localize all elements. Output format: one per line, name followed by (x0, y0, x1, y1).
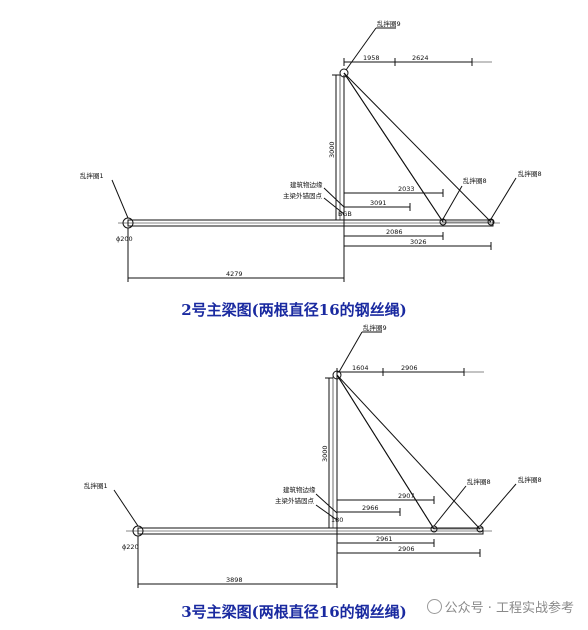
d1-cable-2 (343, 72, 492, 223)
d2-cable-2 (336, 374, 481, 530)
d2-label-left-dim: ϕ220 (122, 543, 139, 551)
d2-dim-top-a: 1604 (352, 364, 369, 372)
d1-label-anchor-1: 建筑物边缘 (290, 180, 323, 189)
d1-dim-small: BGB (338, 210, 352, 218)
d2-dim-small: 180 (331, 516, 343, 524)
d1-dim-h1: 2033 (398, 185, 415, 193)
d1-top-ring (339, 68, 349, 78)
diagram-1-caption: 2号主梁图(两根直径16的钢丝绳) (181, 301, 407, 319)
diagram-2 (113, 331, 517, 588)
wechat-icon (426, 599, 442, 614)
d2-label-anchor-2: 主梁外锚固点 (275, 496, 315, 505)
d1-dim-h2: 3091 (370, 199, 387, 207)
d2-dim-h3: 2961 (376, 535, 393, 543)
d1-dim-vertical: 3000 (328, 141, 336, 158)
d2-label-anchor-1: 建筑物边缘 (283, 485, 316, 494)
d1-label-ring-top: 乱拌圈9 (377, 19, 401, 28)
d1-label-anchor-2: 主梁外锚固点 (283, 191, 323, 200)
diagram-2-caption: 3号主梁图(两根直径16的钢丝绳) (181, 603, 407, 621)
d1-dim-top-b: 2624 (412, 54, 429, 62)
d2-label-ring-left: 乱拌圈1 (84, 481, 108, 490)
d2-dim-h2: 2966 (362, 504, 379, 512)
d1-dim-h3: 2086 (386, 228, 403, 236)
d1-dim-h4: 3026 (410, 238, 427, 246)
watermark-text: 公众号 · 工程实战参考 (444, 601, 574, 616)
d1-label-ring-right: 乱拌圈8 (518, 169, 542, 178)
d1-label-ring-mid: 乱拌圈8 (463, 176, 487, 185)
d2-label-ring-right: 乱拌圈8 (518, 475, 542, 484)
d2-dim-h1: 2907 (398, 492, 415, 500)
d2-cable-3 (336, 374, 435, 530)
d1-label-left-dim: ϕ200 (116, 235, 133, 243)
d1-dim-base: 4279 (226, 270, 243, 278)
d2-label-ring-mid: 乱拌圈8 (467, 477, 491, 486)
d2-dim-top-b: 2906 (401, 364, 418, 372)
d2-dim-h4: 2906 (398, 545, 415, 553)
d1-cable-3 (343, 72, 444, 223)
d1-label-ring-left: 乱拌圈1 (80, 171, 104, 180)
watermark: 公众号 · 工程实战参考 (426, 597, 574, 616)
diagram-1 (111, 27, 517, 282)
d1-dim-top-a: 1958 (363, 54, 380, 62)
d2-label-ring-top: 乱拌圈9 (363, 323, 387, 332)
d2-dim-vertical: 3000 (321, 445, 329, 462)
d2-dim-base: 3898 (226, 576, 243, 584)
